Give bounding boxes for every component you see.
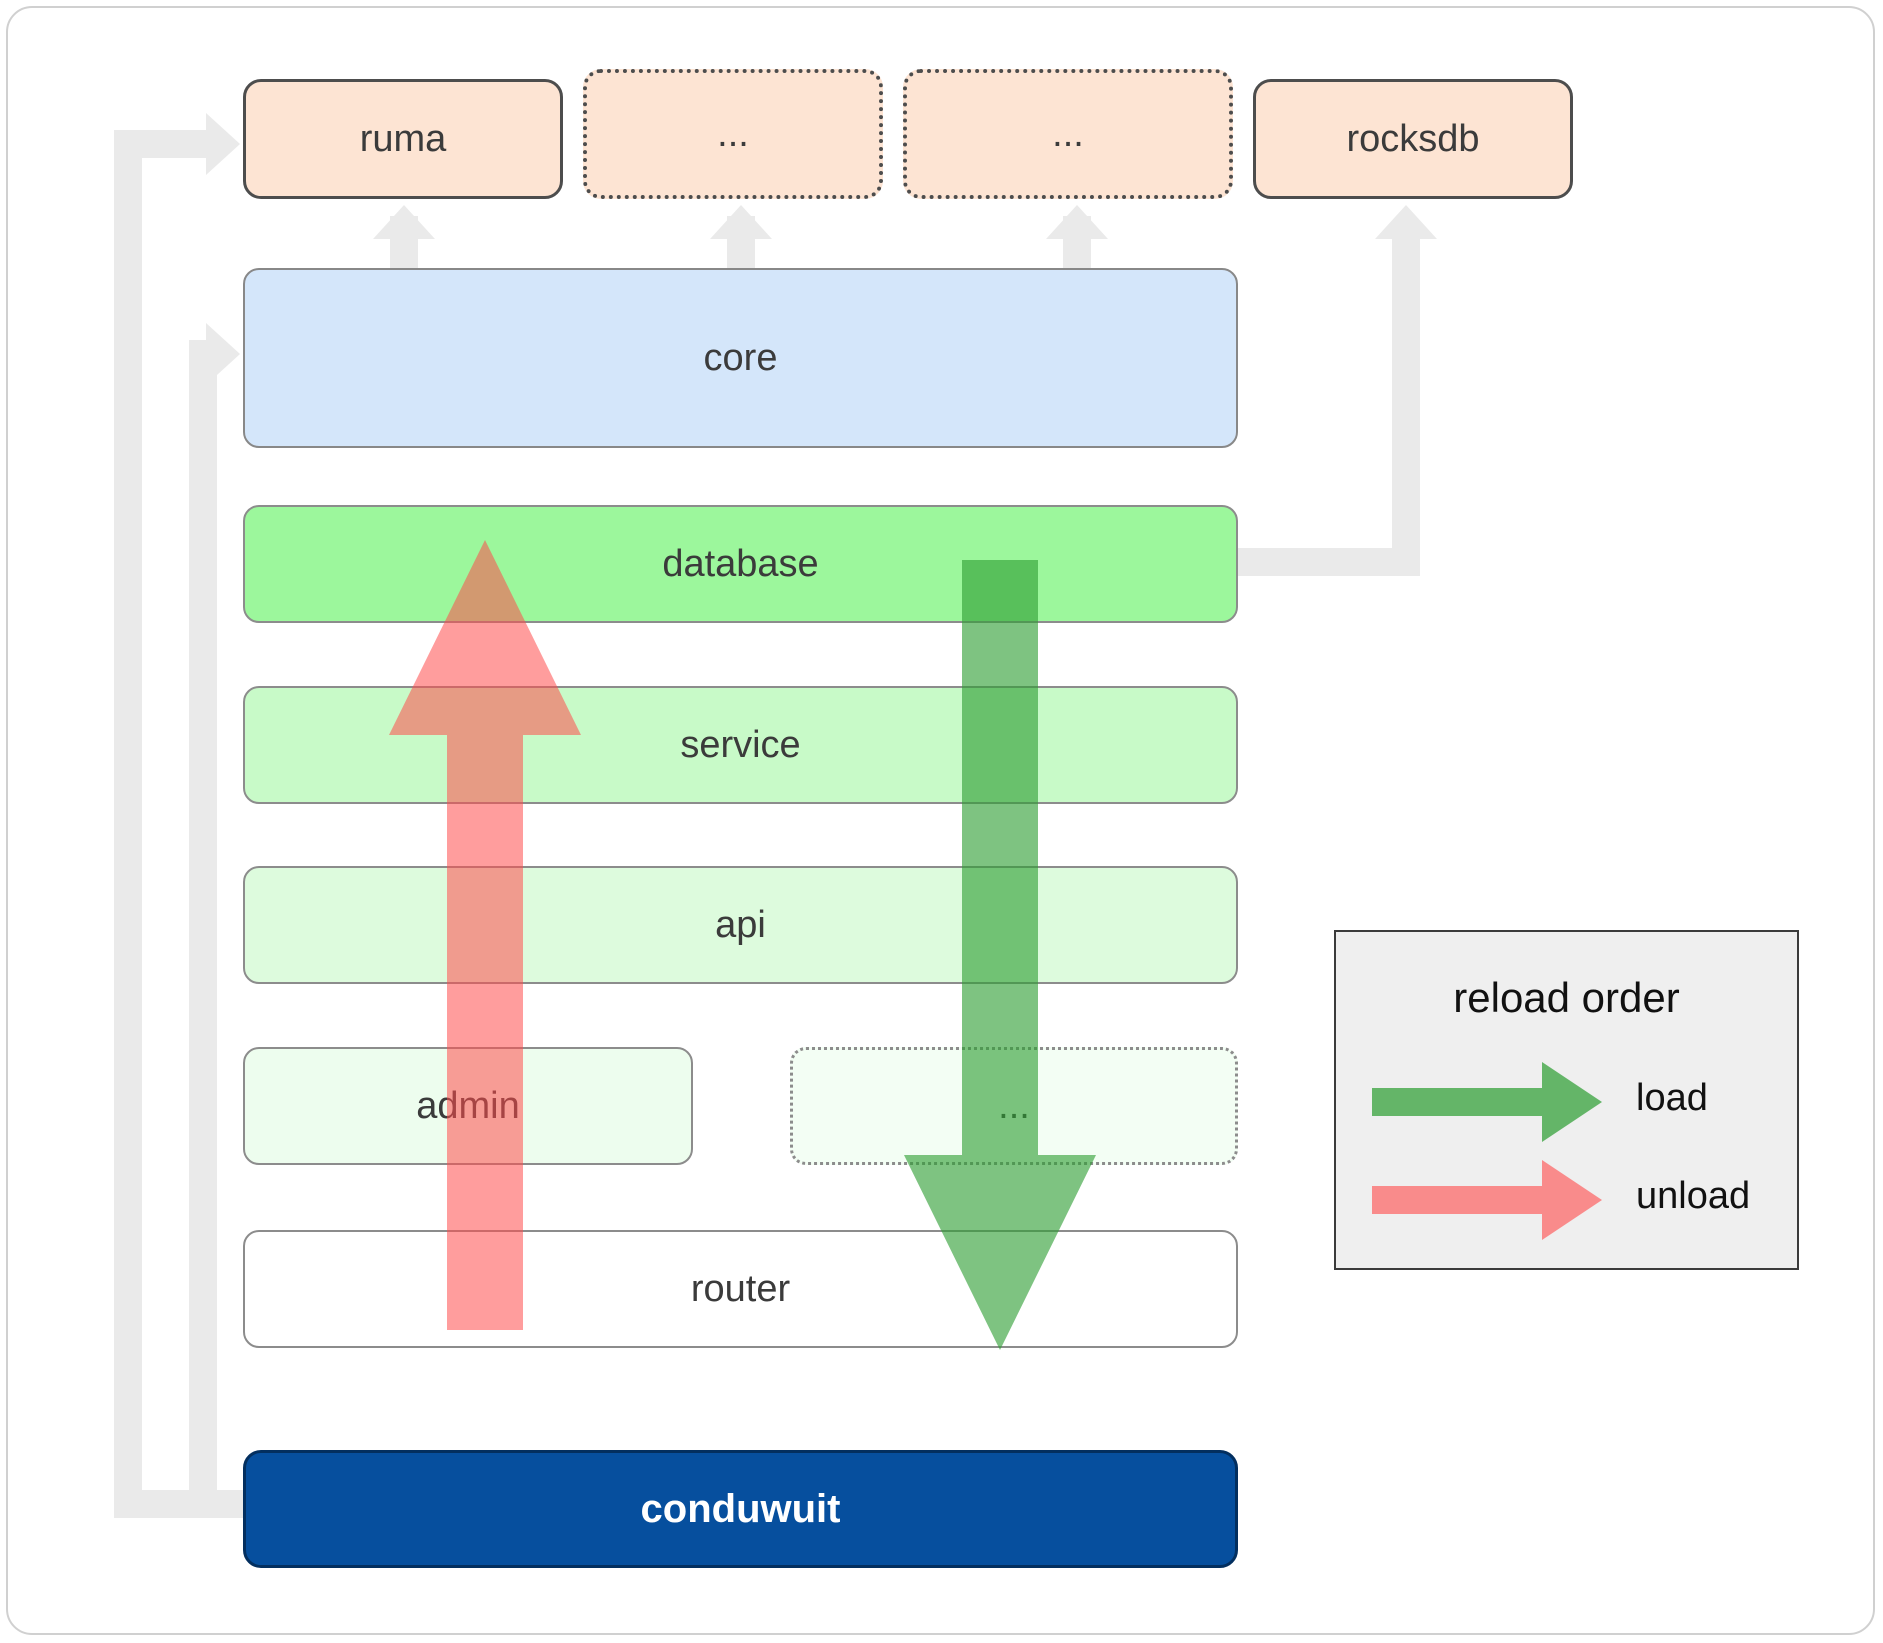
node-external-ellipsis-2[interactable]: ...: [903, 69, 1233, 199]
connector-core-to-ellipsis2-arrowhead: [1046, 205, 1108, 239]
node-conduwuit-label: conduwuit: [640, 1486, 841, 1531]
legend-load-arrow: [1372, 1062, 1602, 1142]
legend-unload-label: unload: [1636, 1175, 1751, 1217]
node-core-label: core: [703, 336, 778, 379]
node-api-label: api: [715, 903, 766, 946]
node-ruma[interactable]: ruma: [243, 79, 563, 199]
node-service-label: service: [680, 723, 801, 766]
connector-to-core-line: [189, 340, 217, 1490]
connector-core-to-ellipsis1-arrowhead: [710, 205, 772, 239]
connector-to-ruma-line: [114, 130, 214, 158]
legend-title: reload order: [1453, 974, 1680, 1021]
connector-to-core-arrowhead: [206, 323, 240, 385]
node-core[interactable]: core: [243, 268, 1238, 448]
load-flow-arrow: [904, 560, 1096, 1350]
connector-core-to-ruma-arrowhead: [373, 205, 435, 239]
connector-to-ruma-arrowhead: [206, 113, 240, 175]
node-database-label: database: [662, 542, 819, 585]
node-ruma-label: ruma: [359, 117, 447, 160]
legend-unload-arrow: [1372, 1160, 1602, 1240]
node-external-ellipsis-2-label: ...: [1052, 112, 1084, 155]
connector-spine-vertical: [114, 130, 142, 1518]
node-external-ellipsis-1[interactable]: ...: [583, 69, 883, 199]
connector-database-to-rocksdb-arrowhead: [1375, 205, 1437, 239]
unload-flow-arrow: [389, 540, 581, 1330]
node-external-ellipsis-1-label: ...: [717, 112, 749, 155]
connector-spine-to-app: [114, 1490, 254, 1518]
connector-database-to-rocksdb-vertical: [1392, 230, 1420, 575]
node-rocksdb[interactable]: rocksdb: [1253, 79, 1573, 199]
legend-load-label: load: [1636, 1077, 1708, 1119]
node-router-label: router: [690, 1267, 791, 1310]
node-rocksdb-label: rocksdb: [1346, 117, 1480, 160]
node-conduwuit[interactable]: conduwuit: [243, 1450, 1238, 1568]
node-router[interactable]: router: [243, 1230, 1238, 1348]
legend-panel: reload order load unload: [1334, 930, 1799, 1270]
connector-database-to-rocksdb-horizontal: [1230, 548, 1420, 576]
